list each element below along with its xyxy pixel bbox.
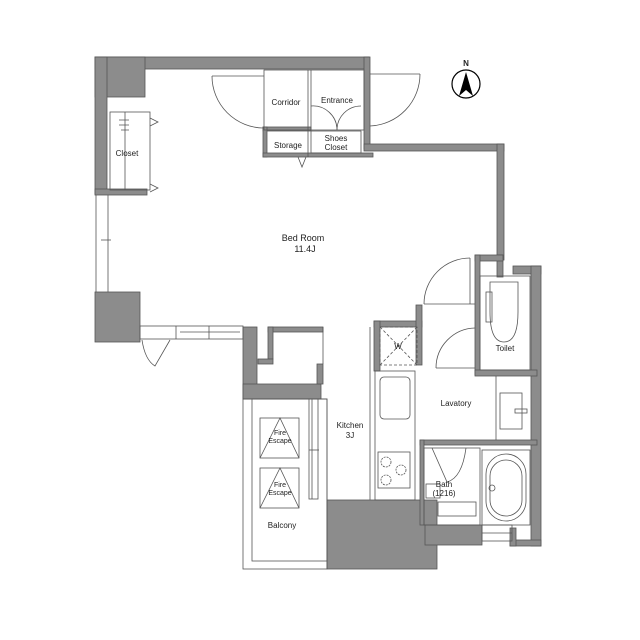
corridor-label: Corridor [271,98,301,107]
fire-escape-2-line1: Fire [273,482,287,489]
lavatory-label: Lavatory [440,399,472,408]
kitchen-name: Kitchen [336,421,364,430]
closet-label: Closet [115,149,139,158]
bath-size: (1216) [432,489,456,498]
compass-label: N [463,59,469,68]
shoes-closet-label-2: Closet [324,143,348,152]
balcony-label: Balcony [267,521,297,530]
fire-escape-1-line2: Escape [268,438,292,445]
entrance-label: Entrance [320,96,354,105]
fire-escape-1-line1: Fire [273,430,287,437]
bath-name: Bath [435,480,453,489]
washer-label: W [394,342,402,351]
walls [94,56,542,570]
north-arrow-icon [451,69,481,99]
fire-escape-2-line2: Escape [268,490,292,497]
thin-lines [95,69,531,570]
toilet-label: Toilet [495,344,515,353]
kitchen-size: 3J [345,431,355,440]
storage-label: Storage [273,141,303,150]
shoes-closet-label-1: Shoes [324,134,348,143]
bedroom-name: Bed Room [281,233,325,243]
bedroom-size: 11.4J [294,244,316,254]
